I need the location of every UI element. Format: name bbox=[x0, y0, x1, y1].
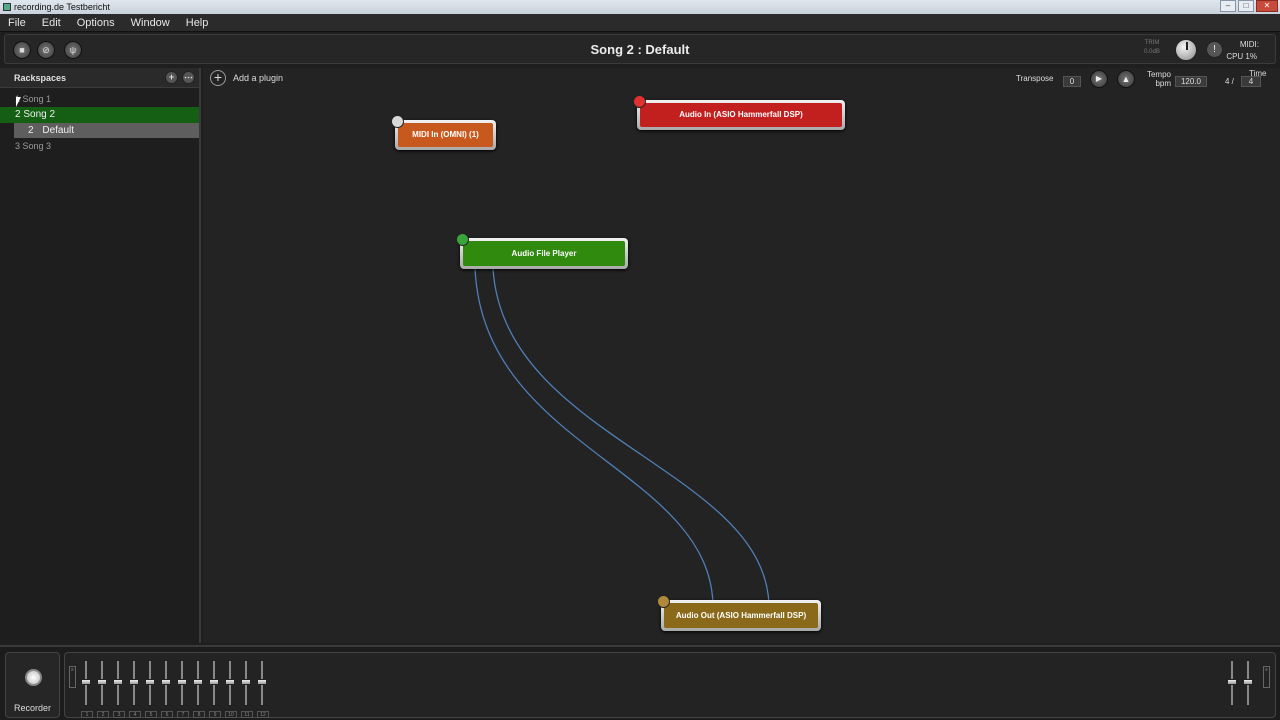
page-title: Song 2 : Default bbox=[590, 42, 690, 57]
rackspaces-title: Rackspaces bbox=[14, 73, 67, 83]
close-icon[interactable]: ✕ bbox=[1256, 0, 1278, 12]
plugin-midi-in-pin-icon[interactable] bbox=[391, 115, 404, 128]
maximize-icon[interactable]: □ bbox=[1238, 0, 1254, 12]
info-icon[interactable]: ! bbox=[1206, 41, 1223, 58]
channel-number: 5 bbox=[145, 711, 157, 718]
rackspaces-header: Rackspaces + ⋯ bbox=[0, 68, 199, 88]
window-controls: – □ ✕ bbox=[1220, 0, 1278, 12]
plugin-audio-out[interactable]: Audio Out (ASIO Hammerfall DSP) bbox=[657, 595, 821, 631]
more-options-icon[interactable]: ⋯ bbox=[182, 71, 195, 84]
trim-label: TRIM bbox=[1144, 40, 1160, 46]
channel-number: 10 bbox=[225, 711, 237, 718]
mixer-strip: ≡ 1 2 3 4 5 6 7 8 9 10 11 12 ≡ bbox=[64, 652, 1276, 718]
window-title: recording.de Testbericht bbox=[14, 2, 110, 12]
channel-fader-11[interactable]: 11 bbox=[241, 661, 253, 718]
plugin-audio-file-player-pin-icon[interactable] bbox=[456, 233, 469, 246]
cpu-meter: CPU 1% bbox=[1226, 52, 1257, 61]
plugin-midi-in[interactable]: MIDI In (OMNI) (1) bbox=[391, 115, 496, 150]
wire-right[interactable] bbox=[492, 267, 770, 605]
channel-number: 1 bbox=[81, 711, 93, 718]
menu-options[interactable]: Options bbox=[76, 16, 115, 29]
channel-fader-6[interactable]: 6 bbox=[161, 661, 173, 718]
tuner-icon[interactable]: ψ bbox=[64, 41, 82, 59]
add-rackspace-icon[interactable]: + bbox=[165, 71, 178, 84]
rackspaces-panel: Rackspaces + ⋯ 1 Song 1 2 Song 2 2 Defau… bbox=[0, 68, 201, 643]
channel-fader-5[interactable]: 5 bbox=[145, 661, 157, 718]
menu-window[interactable]: Window bbox=[130, 16, 170, 29]
trim-value: 0.0dB bbox=[1144, 49, 1160, 55]
song-item-2[interactable]: 2 Song 2 bbox=[0, 107, 199, 123]
channel-number: 8 bbox=[193, 711, 205, 718]
menu-edit[interactable]: Edit bbox=[41, 16, 61, 29]
plugin-audio-out-label: Audio Out (ASIO Hammerfall DSP) bbox=[664, 603, 818, 628]
record-icon[interactable] bbox=[25, 669, 42, 686]
recorder-label: Recorder bbox=[13, 703, 51, 713]
channel-number: 7 bbox=[177, 711, 189, 718]
menu-bar: File Edit Options Window Help bbox=[0, 14, 1280, 32]
bpm-label-text: bpm bbox=[1155, 79, 1171, 88]
menu-help[interactable]: Help bbox=[185, 16, 209, 29]
top-toolbar: ■ ⊘ ψ Song 2 : Default TRIM 0.0dB ! MIDI… bbox=[4, 34, 1276, 64]
channel-number: 6 bbox=[161, 711, 173, 718]
master-fader-left[interactable] bbox=[1227, 661, 1237, 711]
menu-file[interactable]: File bbox=[8, 16, 26, 29]
trim-readout: TRIM 0.0dB bbox=[1137, 39, 1167, 57]
channel-fader-8[interactable]: 8 bbox=[193, 661, 205, 718]
channel-fader-1[interactable]: 1 bbox=[81, 661, 93, 718]
plugin-audio-in-pin-icon[interactable] bbox=[633, 95, 646, 108]
channel-number: 3 bbox=[113, 711, 125, 718]
channel-number: 2 bbox=[97, 711, 109, 718]
panic-icon[interactable]: ■ bbox=[13, 41, 31, 59]
add-plugin-button[interactable]: Add a plugin bbox=[233, 73, 284, 83]
channel-fader-2[interactable]: 2 bbox=[97, 661, 109, 718]
plugin-audio-in[interactable]: Audio In (ASIO Hammerfall DSP) bbox=[633, 95, 845, 130]
channel-number: 9 bbox=[209, 711, 221, 718]
song-item-3[interactable]: 3 Song 3 bbox=[15, 141, 52, 151]
channel-fader-12[interactable]: 12 bbox=[257, 661, 269, 718]
mixer-label-icon: ≡ bbox=[69, 666, 76, 688]
variation-number: 2 bbox=[28, 125, 34, 136]
plugin-midi-in-label: MIDI In (OMNI) (1) bbox=[398, 123, 493, 147]
channel-fader-3[interactable]: 3 bbox=[113, 661, 125, 718]
time-signature-numerator: 4 / bbox=[1225, 77, 1234, 86]
footer-panel: Recorder ≡ 1 2 3 4 5 6 7 8 9 10 11 12 ≡ bbox=[0, 645, 1280, 720]
master-fader-right[interactable] bbox=[1243, 661, 1253, 711]
wiring-canvas[interactable]: + Add a plugin Transpose 0 ▶ ▲ Tempo bpm… bbox=[203, 68, 1280, 643]
time-signature-label: Time bbox=[1249, 69, 1267, 78]
variation-item-default[interactable]: 2 Default bbox=[14, 123, 199, 138]
midi-indicator: MIDI: bbox=[1239, 40, 1259, 49]
tempo-label: Tempo bpm bbox=[1143, 70, 1171, 88]
channel-fader-10[interactable]: 10 bbox=[225, 661, 237, 718]
window-titlebar: recording.de Testbericht – □ ✕ bbox=[0, 0, 1280, 14]
app-icon bbox=[3, 3, 11, 11]
mute-icon[interactable]: ⊘ bbox=[37, 41, 55, 59]
mouse-cursor-icon bbox=[16, 97, 21, 107]
time-signature-denominator[interactable]: 4 bbox=[1241, 76, 1261, 87]
plugin-audio-file-player[interactable]: Audio File Player bbox=[456, 233, 628, 269]
recorder-button[interactable]: Recorder bbox=[5, 652, 60, 718]
metronome-icon[interactable]: ▲ bbox=[1117, 70, 1135, 88]
song-item-1[interactable]: 1 Song 1 bbox=[15, 94, 52, 104]
master-volume-knob[interactable] bbox=[1175, 39, 1197, 61]
master-label-icon: ≡ bbox=[1263, 666, 1270, 688]
play-icon[interactable]: ▶ bbox=[1090, 70, 1108, 88]
wire-left[interactable] bbox=[474, 267, 714, 605]
variation-label: Default bbox=[42, 125, 75, 136]
plugin-audio-out-pin-icon[interactable] bbox=[657, 595, 670, 608]
tempo-field[interactable]: 120.0 bbox=[1175, 76, 1207, 87]
transpose-field[interactable]: 0 bbox=[1063, 76, 1081, 87]
channel-number: 12 bbox=[257, 711, 269, 718]
channel-number: 11 bbox=[241, 711, 253, 718]
plugin-audio-file-player-label: Audio File Player bbox=[463, 241, 625, 266]
channel-fader-9[interactable]: 9 bbox=[209, 661, 221, 718]
connection-wires bbox=[474, 267, 770, 605]
add-plugin-icon[interactable]: + bbox=[210, 70, 226, 86]
channel-fader-7[interactable]: 7 bbox=[177, 661, 189, 718]
channel-number: 4 bbox=[129, 711, 141, 718]
plugin-audio-in-label: Audio In (ASIO Hammerfall DSP) bbox=[640, 103, 842, 127]
channel-fader-4[interactable]: 4 bbox=[129, 661, 141, 718]
minimize-icon[interactable]: – bbox=[1220, 0, 1236, 12]
tempo-label-text: Tempo bbox=[1146, 70, 1171, 79]
transpose-label: Transpose bbox=[1016, 74, 1054, 83]
